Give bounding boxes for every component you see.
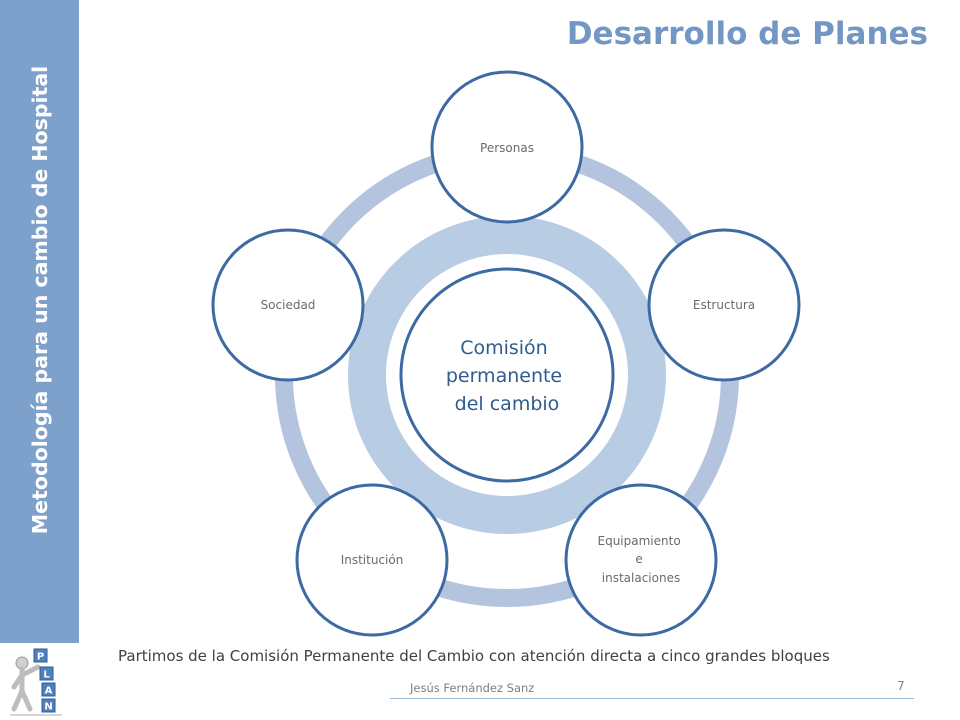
node-sociedad-label-line-1: Sociedad (261, 298, 316, 312)
node-personas: Personas (430, 70, 584, 224)
node-institucion-circle (295, 483, 449, 637)
center-label-line-3: del cambio (455, 393, 560, 415)
node-personas-circle (430, 70, 584, 224)
center-label: Comisión permanente del cambio (446, 337, 568, 415)
footer-divider (390, 698, 914, 699)
node-personas-label: Personas (480, 141, 534, 155)
logo-letter-l: L (39, 666, 54, 681)
center-circle (399, 267, 615, 483)
center-label-line-1: Comisión (460, 337, 548, 359)
node-equipamiento-label: Equipamiento e instalaciones (598, 534, 685, 585)
footer-page-number: 7 (897, 679, 905, 693)
node-estructura-label: Estructura (693, 298, 755, 312)
node-estructura: Estructura (647, 228, 801, 382)
node-personas-label-line-1: Personas (480, 141, 534, 155)
node-institucion-label-line-1: Institución (341, 553, 404, 567)
node-institucion-label: Institución (341, 553, 404, 567)
node-equipamiento-circle (564, 483, 718, 637)
svg-text:A: A (45, 686, 53, 697)
node-estructura-circle (647, 228, 801, 382)
logo-letter-a: A (41, 682, 56, 697)
node-sociedad-label: Sociedad (261, 298, 316, 312)
center-ring (348, 216, 666, 534)
sidebar-band: Metodología para un cambio de Hospital (0, 0, 79, 643)
caption-text: Partimos de la Comisión Permanente del C… (118, 647, 830, 665)
svg-text:P: P (37, 652, 44, 663)
node-institucion: Institución (295, 483, 449, 637)
logo-letter-n: N (41, 698, 56, 713)
node-equipamiento-label-line-3: instalaciones (602, 571, 680, 585)
node-sociedad: Sociedad (211, 228, 365, 382)
svg-text:N: N (44, 702, 52, 713)
page-title: Desarrollo de Planes (566, 16, 928, 52)
node-equipamiento-label-line-2: e (635, 552, 642, 566)
node-sociedad-circle (211, 228, 365, 382)
node-equipamiento: Equipamiento e instalaciones (564, 483, 718, 637)
svg-text:L: L (43, 670, 50, 681)
center-label-line-2: permanente (446, 365, 562, 387)
footer-author: Jesús Fernández Sanz (410, 681, 535, 695)
plan-logo-icon: P L A N (10, 648, 62, 716)
logo-letter-p: P (33, 648, 48, 663)
node-estructura-label-line-1: Estructura (693, 298, 755, 312)
node-equipamiento-label-line-1: Equipamiento (598, 534, 681, 548)
